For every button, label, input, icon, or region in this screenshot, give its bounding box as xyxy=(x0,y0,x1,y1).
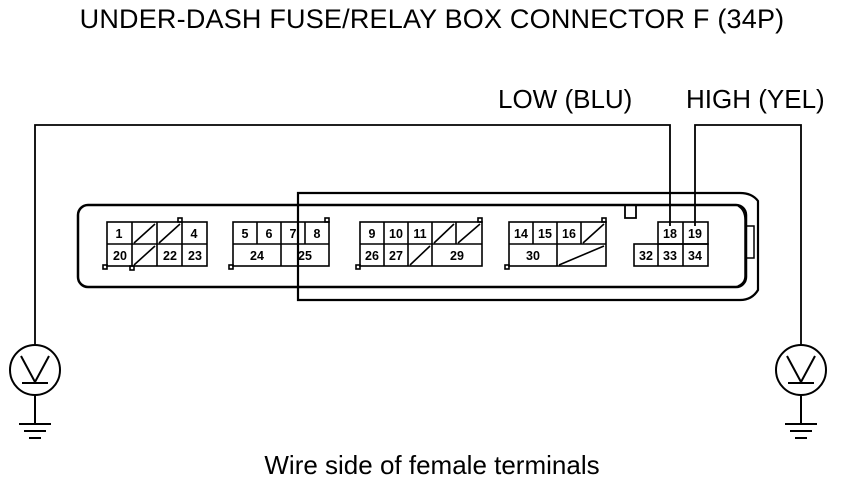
pin-label: 26 xyxy=(365,249,379,263)
pin-label: 1 xyxy=(116,227,123,241)
pin-label: 15 xyxy=(538,227,552,241)
pin-label: 9 xyxy=(369,227,376,241)
high-wire xyxy=(694,124,802,345)
pin-label: 25 xyxy=(298,249,312,263)
low-wire xyxy=(34,124,671,345)
terminal-block-1 xyxy=(102,217,208,271)
pin-label: 27 xyxy=(389,249,403,263)
diagram-title: UNDER-DASH FUSE/RELAY BOX CONNECTOR F (3… xyxy=(79,4,785,34)
ground-icon xyxy=(785,395,817,439)
terminal-block-2 xyxy=(228,217,330,270)
pin-label: 24 xyxy=(250,249,264,263)
voltmeter-icon xyxy=(775,344,827,396)
pin-label: 33 xyxy=(663,249,677,263)
pin-label: 32 xyxy=(639,249,653,263)
diagram-caption: Wire side of female terminals xyxy=(264,450,600,480)
connector-housing xyxy=(76,191,760,302)
pin-label: 23 xyxy=(188,249,202,263)
pin-label: 5 xyxy=(242,227,249,241)
terminal-block-4 xyxy=(504,217,607,270)
pin-label: 34 xyxy=(688,249,702,263)
pin-label: 16 xyxy=(562,227,576,241)
pin-label: 6 xyxy=(266,227,273,241)
test-wires xyxy=(34,124,802,345)
terminal-block-3 xyxy=(355,217,483,270)
low-wire-label: LOW (BLU) xyxy=(498,84,633,114)
pin-label: 8 xyxy=(314,227,321,241)
pin-label: 7 xyxy=(290,227,297,241)
pin-label: 20 xyxy=(113,249,127,263)
pin-label: 22 xyxy=(163,249,177,263)
pin-label: 19 xyxy=(688,227,702,241)
pin-label: 29 xyxy=(450,249,464,263)
pin-label: 18 xyxy=(663,227,677,241)
pin-label: 10 xyxy=(389,227,403,241)
voltmeter-icon xyxy=(9,344,61,396)
pin-label: 30 xyxy=(526,249,540,263)
pin-label: 4 xyxy=(191,227,198,241)
ground-icon xyxy=(19,395,51,439)
pin-label: 11 xyxy=(413,227,426,241)
terminal-block-5 xyxy=(633,221,709,267)
high-wire-label: HIGH (YEL) xyxy=(686,84,825,114)
pin-label: 14 xyxy=(514,227,528,241)
